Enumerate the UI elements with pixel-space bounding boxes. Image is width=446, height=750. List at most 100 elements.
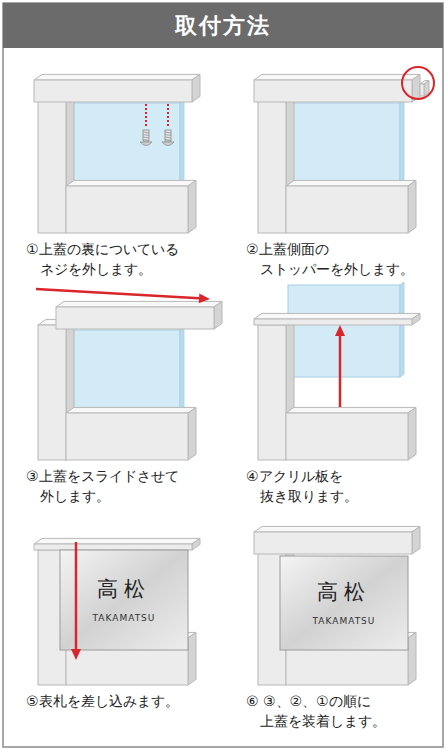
front-face (38, 325, 66, 460)
top-cover (34, 74, 200, 102)
side-face (188, 407, 196, 460)
name-plate (280, 556, 408, 650)
side-face (192, 538, 200, 550)
top-rail (34, 538, 200, 550)
thread-line (143, 132, 149, 133)
plate-text: 高松 (317, 580, 371, 605)
top-face (66, 180, 196, 186)
gate-illustration (34, 538, 200, 685)
screw-head (162, 142, 174, 146)
gate-illustration (254, 526, 420, 685)
screw-path (167, 104, 169, 128)
screw-path (145, 104, 147, 128)
arrow-shaft (36, 289, 199, 298)
highlight-circle (402, 67, 434, 99)
side-face (214, 301, 222, 329)
name-plate-node: 高松 TAKAMATSU (60, 550, 188, 650)
top-cover (254, 526, 420, 554)
front-face (56, 307, 214, 329)
gate-illustration (254, 282, 420, 460)
base-block (286, 180, 416, 233)
side-face (424, 81, 429, 97)
top-cover (56, 301, 222, 329)
step-caption: ①上蓋の裏についている ネジを外します。 (26, 240, 231, 279)
step-caption: ④アクリル板を 抜き取ります。 (246, 467, 442, 506)
arrow-head (71, 649, 81, 660)
front-face (254, 80, 412, 102)
top-face (254, 74, 420, 80)
top-face (56, 301, 222, 307)
top-face (66, 407, 196, 413)
name-plate-node: 高松 TAKAMATSU (280, 556, 408, 650)
step-caption: ⑤表札を差し込みます。 (26, 692, 231, 712)
title-text: 取付方法 (3, 3, 443, 48)
top-face (254, 526, 420, 532)
front-face (286, 413, 408, 460)
plate-text: TAKAMATSU (93, 613, 156, 623)
acrylic-panel (288, 285, 400, 377)
step-caption: ⑥ ③、②、①の順に 上蓋を装着します。 (246, 692, 442, 731)
thread-line (165, 135, 171, 136)
side-face (408, 632, 416, 685)
arrow-head (335, 325, 345, 336)
name-plate (60, 550, 188, 650)
screw-thread (165, 130, 171, 141)
front-face (286, 186, 408, 233)
gate-illustration (36, 289, 222, 460)
screw (140, 104, 152, 146)
top-face (34, 538, 200, 544)
side-face (412, 313, 420, 325)
front-face (420, 84, 424, 96)
front-face (34, 544, 192, 550)
front-face (66, 186, 188, 233)
front-face (38, 98, 66, 233)
step-caption: ③上蓋をスライドさせて 外します。 (26, 467, 231, 506)
arrow-head (199, 293, 210, 303)
arrow-shaft (339, 336, 342, 407)
red-arrow (71, 542, 81, 660)
base-block (286, 407, 416, 460)
top-face (286, 180, 416, 186)
top-cover (254, 74, 420, 102)
base-block (66, 180, 196, 233)
red-arrow (335, 325, 345, 407)
screw-head (140, 142, 152, 146)
thread-line (143, 137, 149, 138)
gate-illustration (34, 74, 200, 233)
top-rail (254, 313, 420, 325)
front-face (258, 98, 286, 233)
side-face (192, 74, 200, 102)
front-face (254, 319, 412, 325)
side-face (188, 632, 196, 685)
side-face (408, 180, 416, 233)
plate-text: TAKAMATSU (313, 616, 376, 626)
step-caption: ②上蓋側面の ストッパーを外します。 (246, 240, 442, 279)
acrylic-edge (400, 282, 404, 377)
screw (162, 104, 174, 146)
title-band (3, 3, 443, 48)
outer-frame (3, 3, 443, 747)
thread-line (143, 135, 149, 136)
side-face (188, 180, 196, 233)
top-face (254, 313, 420, 319)
base-block (66, 407, 196, 460)
stopper (420, 81, 429, 97)
top-face (34, 74, 200, 80)
thread-line (143, 140, 149, 141)
side-face (408, 407, 416, 460)
front-face (258, 325, 286, 460)
panels (34, 67, 434, 685)
arrow-shaft (75, 542, 78, 649)
top-face (286, 407, 416, 413)
front-face (254, 532, 412, 554)
thread-line (165, 140, 171, 141)
red-arrow (36, 289, 210, 303)
gate-illustration (254, 67, 434, 233)
front-face (34, 80, 192, 102)
thread-line (165, 132, 171, 133)
screw-thread (143, 130, 149, 141)
plate-text: 高松 (97, 577, 151, 602)
side-face (412, 526, 420, 554)
